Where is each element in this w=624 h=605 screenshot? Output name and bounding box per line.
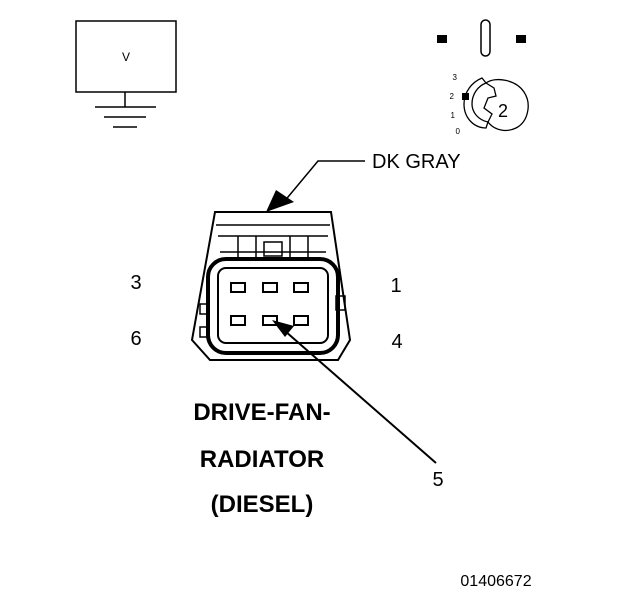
- connector-shroud: [206, 257, 340, 355]
- voltage-box: [75, 20, 177, 93]
- pin-label-6: 6: [130, 328, 141, 350]
- key-position-2: 2: [450, 92, 455, 101]
- pin-5-leader-line: [284, 330, 437, 464]
- key-slot-left: [437, 35, 447, 43]
- connector-housing-outline: [190, 211, 352, 361]
- pin-5-arrowhead: [272, 320, 294, 337]
- connector-cavity-block: [217, 267, 329, 344]
- pin-cavity-3: [230, 282, 246, 293]
- wire-color-callout: DK GRAY: [266, 151, 461, 212]
- key-head-outline: [483, 78, 529, 132]
- connector-name-line-3: (DIESEL): [211, 491, 314, 518]
- wire-leader-arrowhead: [266, 190, 294, 212]
- pin-label-5: 5: [432, 469, 443, 491]
- wire-leader-line: [282, 160, 365, 204]
- connector-body: [190, 211, 352, 361]
- pin-cavity-6: [230, 315, 246, 326]
- connector-side-key-right: [335, 295, 346, 311]
- connector-side-key-left-1: [199, 303, 210, 315]
- connector-name-line-2: RADIATOR: [200, 446, 324, 473]
- pin-5-callout: 5: [272, 320, 444, 491]
- key-position-1: 1: [451, 111, 456, 120]
- key-slot-right: [516, 35, 526, 43]
- key-position-0: 0: [456, 127, 461, 136]
- pin-cavity-4: [293, 315, 309, 326]
- pin-label-1: 1: [390, 275, 401, 297]
- pin-label-4: 4: [391, 331, 402, 353]
- connector-name: DRIVE-FAN- RADIATOR (DIESEL): [193, 399, 330, 518]
- key-blade-icon: [480, 19, 491, 57]
- wire-color-label: DK GRAY: [372, 151, 461, 173]
- key-position-3: 3: [453, 73, 458, 82]
- voltage-label: V: [122, 50, 130, 64]
- pin-cavity-5: [262, 315, 278, 326]
- key-cylinder-outline: [463, 77, 489, 129]
- connector-side-key-left-2: [199, 326, 210, 338]
- connector-latch-tab: [263, 241, 283, 257]
- pin-cavity-2: [262, 282, 278, 293]
- connector-name-line-1: DRIVE-FAN-: [193, 399, 330, 426]
- figure-id: 01406672: [460, 573, 531, 590]
- pin-cavity-1: [293, 282, 309, 293]
- voltage-ground-symbol: V: [75, 20, 177, 128]
- ignition-key-icon: 3 2 1 0 2: [437, 19, 529, 136]
- pin-label-3: 3: [130, 272, 141, 294]
- key-number: 2: [498, 101, 508, 121]
- key-position-marker: [462, 93, 469, 100]
